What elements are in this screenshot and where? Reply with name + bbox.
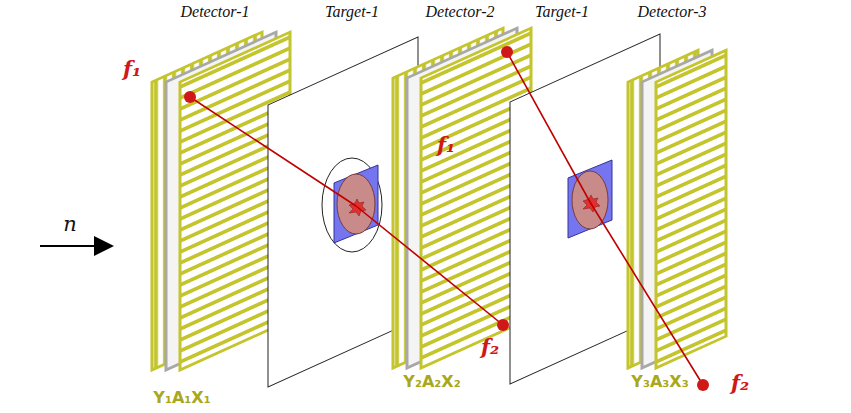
layer-label: Y₁A₁X₁ (153, 388, 210, 407)
target-title: Target-1 (535, 2, 589, 21)
fragment-label: f₁ (123, 56, 141, 81)
detector-title: Detector-1 (181, 2, 250, 21)
layer-label: Y₃A₃X₃ (631, 372, 688, 391)
target-title: Target-1 (325, 2, 379, 21)
detector-title: Detector-2 (426, 2, 495, 21)
layer-label: Y₂A₂X₂ (403, 372, 460, 391)
beam-label: n (63, 212, 77, 237)
detector-title: Detector-3 (638, 2, 707, 21)
fragment-label: f₂ (731, 370, 749, 395)
fragment-label: f₂ (481, 334, 499, 359)
fragment-label: f₁ (437, 132, 455, 157)
